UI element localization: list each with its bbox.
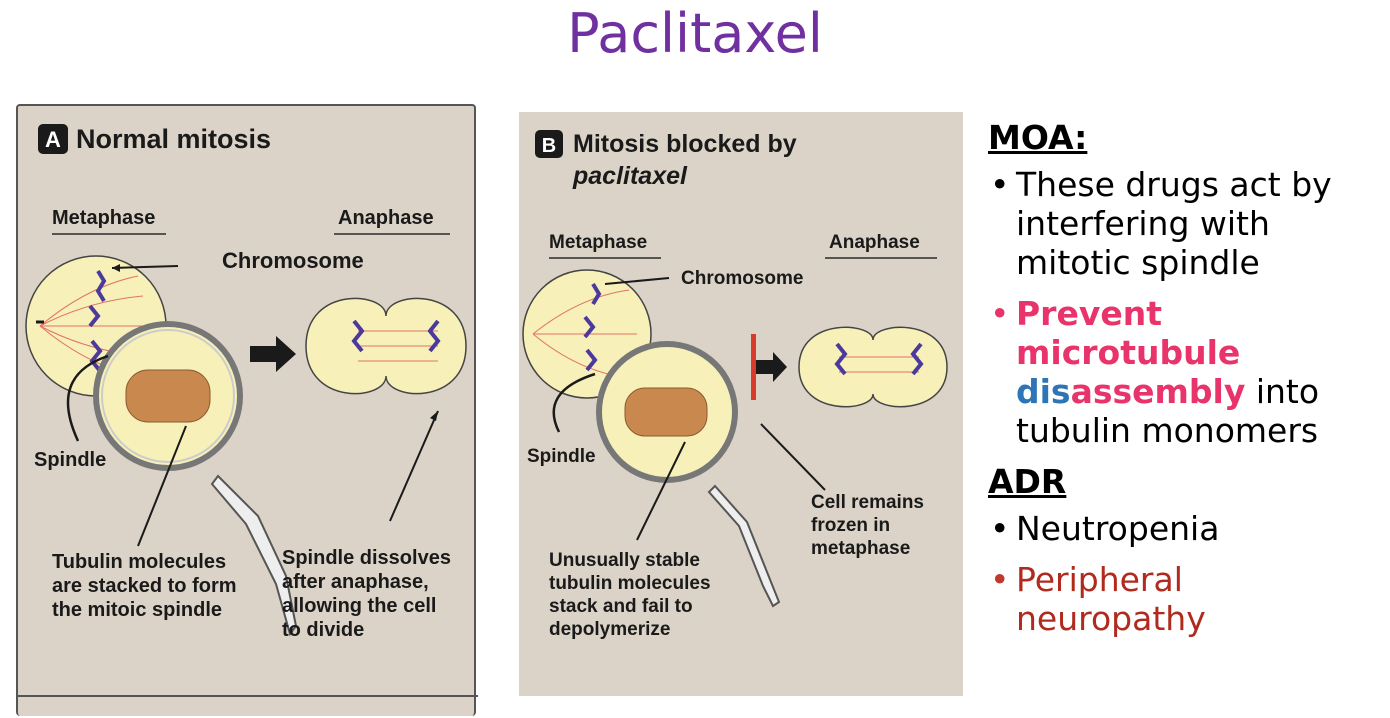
process-arrow-b-icon bbox=[755, 352, 787, 382]
panel-b-heading-2: paclitaxel bbox=[572, 162, 688, 190]
panel-b-caption-right: Cell remains frozen in metaphase bbox=[811, 492, 929, 559]
panel-a-spindle-label: Spindle bbox=[34, 449, 106, 471]
badge-b-icon bbox=[535, 130, 563, 158]
normal-mitosis-diagram: A Normal mitosis Metaphase Anaphase Chro… bbox=[18, 124, 478, 697]
process-arrow-icon bbox=[250, 336, 296, 372]
panel-b-metaphase-label: Metaphase bbox=[549, 232, 647, 253]
blocked-mitosis-diagram: B Mitosis blocked by paclitaxel Metaphas… bbox=[522, 130, 948, 640]
tubulin-beads-b bbox=[624, 387, 708, 437]
adr-list: Neutropenia Peripheral neuropathy bbox=[988, 509, 1383, 638]
panel-a-chromosome-label: Chromosome bbox=[222, 248, 364, 273]
panel-normal-mitosis: A Normal mitosis Metaphase Anaphase Chro… bbox=[16, 104, 478, 716]
tubulin-pointer bbox=[137, 425, 187, 547]
moa-heading: MOA: bbox=[988, 118, 1088, 157]
magnifier-handle-b bbox=[707, 484, 781, 608]
chromosome-pointer bbox=[111, 265, 179, 269]
panel-b-spindle-label: Spindle bbox=[527, 446, 596, 467]
badge-b-letter: B bbox=[542, 135, 556, 157]
block-bar-icon bbox=[751, 334, 756, 400]
anaphase-cell-b bbox=[798, 326, 948, 408]
panel-a-caption-left: Tubulin molecules are stacked to form th… bbox=[52, 551, 242, 621]
tubulin-beads bbox=[125, 369, 211, 423]
panel-a-heading: Normal mitosis bbox=[76, 124, 271, 154]
badge-a-letter: A bbox=[45, 127, 61, 152]
chromosomes bbox=[88, 269, 107, 373]
spindle-pointer bbox=[66, 354, 109, 442]
moa-list: These drugs act by interfering with mito… bbox=[988, 165, 1383, 450]
adr-bullet-2: Peripheral neuropathy bbox=[988, 560, 1383, 638]
moa-bullet-1: These drugs act by interfering with mito… bbox=[988, 165, 1383, 282]
panel-a-caption-right: Spindle dissolves after anaphase, allowi… bbox=[282, 547, 457, 641]
panel-b-caption-left: Unusually stable tubulin molecules stack… bbox=[549, 550, 716, 640]
anaphase-pointer bbox=[389, 410, 439, 522]
slide-title: Paclitaxel bbox=[567, 2, 823, 65]
notes-column: MOA: These drugs act by interfering with… bbox=[988, 118, 1383, 650]
anaphase-chromosomes-b bbox=[834, 342, 924, 376]
moa-bullet-2: Prevent microtubule disassembly into tub… bbox=[988, 294, 1383, 450]
badge-a-icon bbox=[38, 124, 68, 154]
panel-a-metaphase-label: Metaphase bbox=[52, 207, 155, 229]
panel-b-heading-1: Mitosis blocked by bbox=[573, 130, 797, 158]
panel-mitosis-blocked: B Mitosis blocked by paclitaxel Metaphas… bbox=[519, 112, 963, 696]
adr-heading: ADR bbox=[988, 462, 1067, 501]
frozen-pointer bbox=[760, 423, 826, 491]
magnifier-handle bbox=[210, 474, 298, 637]
panel-b-chromosome-label: Chromosome bbox=[681, 268, 803, 289]
anaphase-chromosomes bbox=[351, 319, 441, 353]
adr-bullet-1: Neutropenia bbox=[988, 509, 1383, 548]
panel-b-anaphase-label: Anaphase bbox=[829, 232, 920, 253]
chromosomes-b bbox=[583, 282, 602, 372]
panel-a-anaphase-label: Anaphase bbox=[338, 207, 434, 229]
